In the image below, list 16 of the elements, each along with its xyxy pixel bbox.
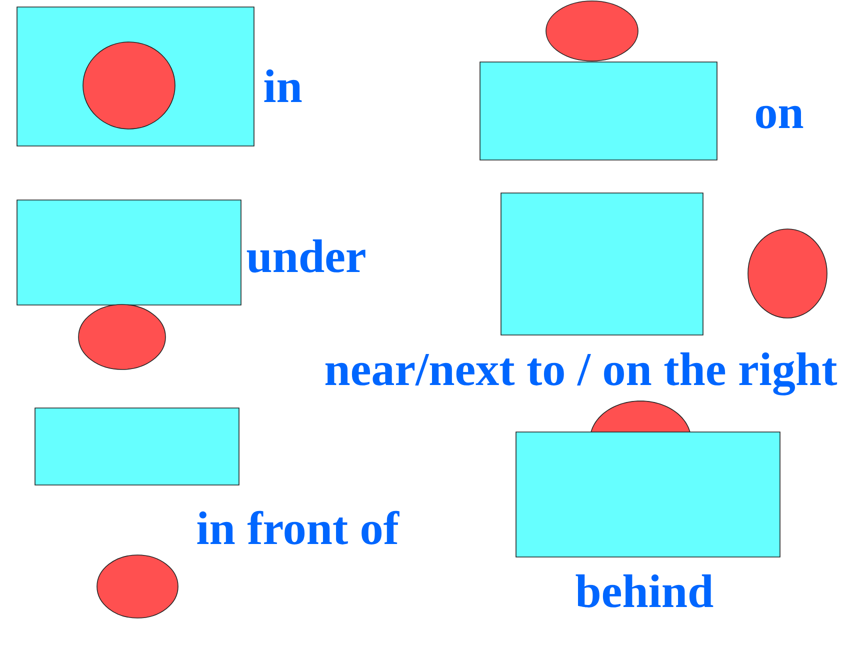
ball <box>82 42 176 130</box>
box <box>516 432 780 558</box>
ball <box>546 0 638 62</box>
box <box>480 62 718 160</box>
preposition-label: on <box>756 106 804 128</box>
ball <box>748 228 828 318</box>
preposition-label: under <box>246 239 366 273</box>
preposition-label: in front of <box>197 510 400 544</box>
ball <box>590 400 690 432</box>
ball <box>78 304 166 370</box>
preposition-label: near/next to / on the right <box>325 352 838 396</box>
box <box>16 200 242 306</box>
box <box>500 192 704 336</box>
preposition-label: in <box>264 69 302 102</box>
box <box>34 408 240 486</box>
ball <box>96 554 178 618</box>
